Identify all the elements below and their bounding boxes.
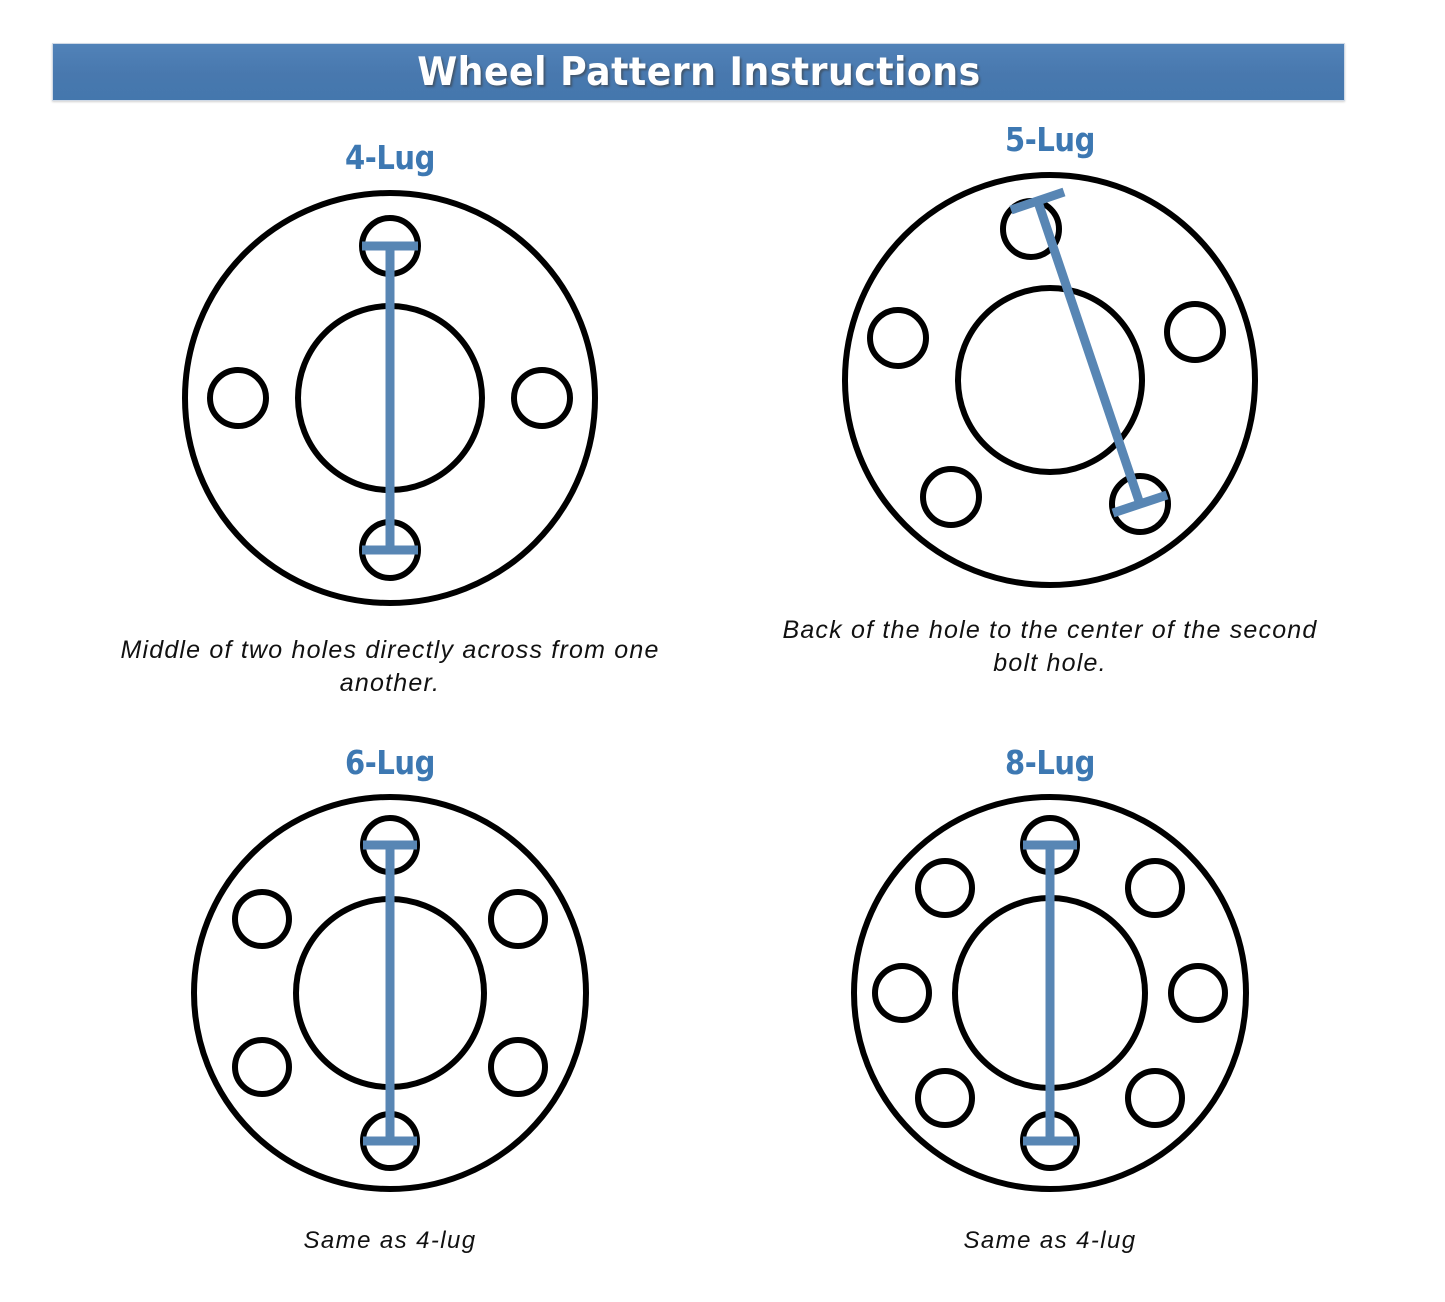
- page-title: Wheel Pattern Instructions: [416, 49, 981, 95]
- wheel-svg-8-lug: [851, 794, 1249, 1193]
- bolt-hole: [1164, 301, 1226, 364]
- bolt-hole: [488, 1037, 548, 1098]
- measurement-line-group: [1009, 188, 1169, 518]
- bolt-hole: [232, 1037, 292, 1098]
- panel-caption-4-lug: Middle of two holes directly across from…: [120, 636, 660, 698]
- wheel-svg-5-lug: [842, 172, 1258, 589]
- panel-caption-5-lug: Back of the hole to the center of the se…: [782, 616, 1318, 678]
- panel-heading-5-lug: 5-Lug: [1004, 120, 1096, 159]
- measurement-tbar-bottom: [1111, 491, 1169, 518]
- bolt-hole: [867, 307, 929, 370]
- panel-caption-6-lug: Same as 4-lug: [303, 1227, 477, 1255]
- measurement-line-group: [362, 241, 418, 555]
- bolt-hole: [511, 367, 573, 430]
- bolt-hole: [920, 466, 982, 529]
- wheel-panel-8-lug: 8-Lug Same as 4-lug: [740, 743, 1360, 1257]
- measurement-line-group: [1023, 840, 1077, 1146]
- bolt-hole: [488, 889, 548, 950]
- bolt-hole: [872, 963, 932, 1024]
- bolt-hole: [232, 889, 292, 950]
- wheel-diagram-5-lug: [740, 160, 1360, 600]
- panel-caption-8-lug: Same as 4-lug: [963, 1227, 1137, 1255]
- panel-heading-6-lug: 6-Lug: [344, 743, 436, 782]
- measurement-tbar-top: [1009, 188, 1066, 215]
- measurement-line: [1033, 200, 1145, 506]
- wheel-panel-6-lug: 6-Lug Same as 4-lug: [80, 743, 700, 1257]
- wheel-diagram-6-lug: [80, 783, 700, 1203]
- bolt-hole: [1168, 963, 1228, 1024]
- bolt-hole: [1125, 1068, 1185, 1129]
- wheel-svg-6-lug: [191, 794, 589, 1193]
- wheel-panel-4-lug: 4-Lug Middle of two holes directly acros…: [80, 138, 700, 700]
- bolt-hole: [207, 367, 269, 430]
- wheel-diagram-4-lug: [80, 178, 700, 618]
- header-banner: Wheel Pattern Instructions: [52, 43, 1345, 101]
- bolt-hole: [1125, 858, 1185, 919]
- panel-heading-8-lug: 8-Lug: [1004, 743, 1096, 782]
- wheel-svg-4-lug: [182, 190, 598, 607]
- measurement-line-group: [363, 840, 417, 1146]
- wheel-panel-5-lug: 5-Lug Back of the hole to the center of …: [740, 120, 1360, 680]
- hub-bore-circle: [955, 285, 1145, 476]
- bolt-hole: [915, 858, 975, 919]
- panel-heading-4-lug: 4-Lug: [344, 138, 436, 177]
- wheel-diagram-8-lug: [740, 783, 1360, 1203]
- bolt-hole: [915, 1068, 975, 1129]
